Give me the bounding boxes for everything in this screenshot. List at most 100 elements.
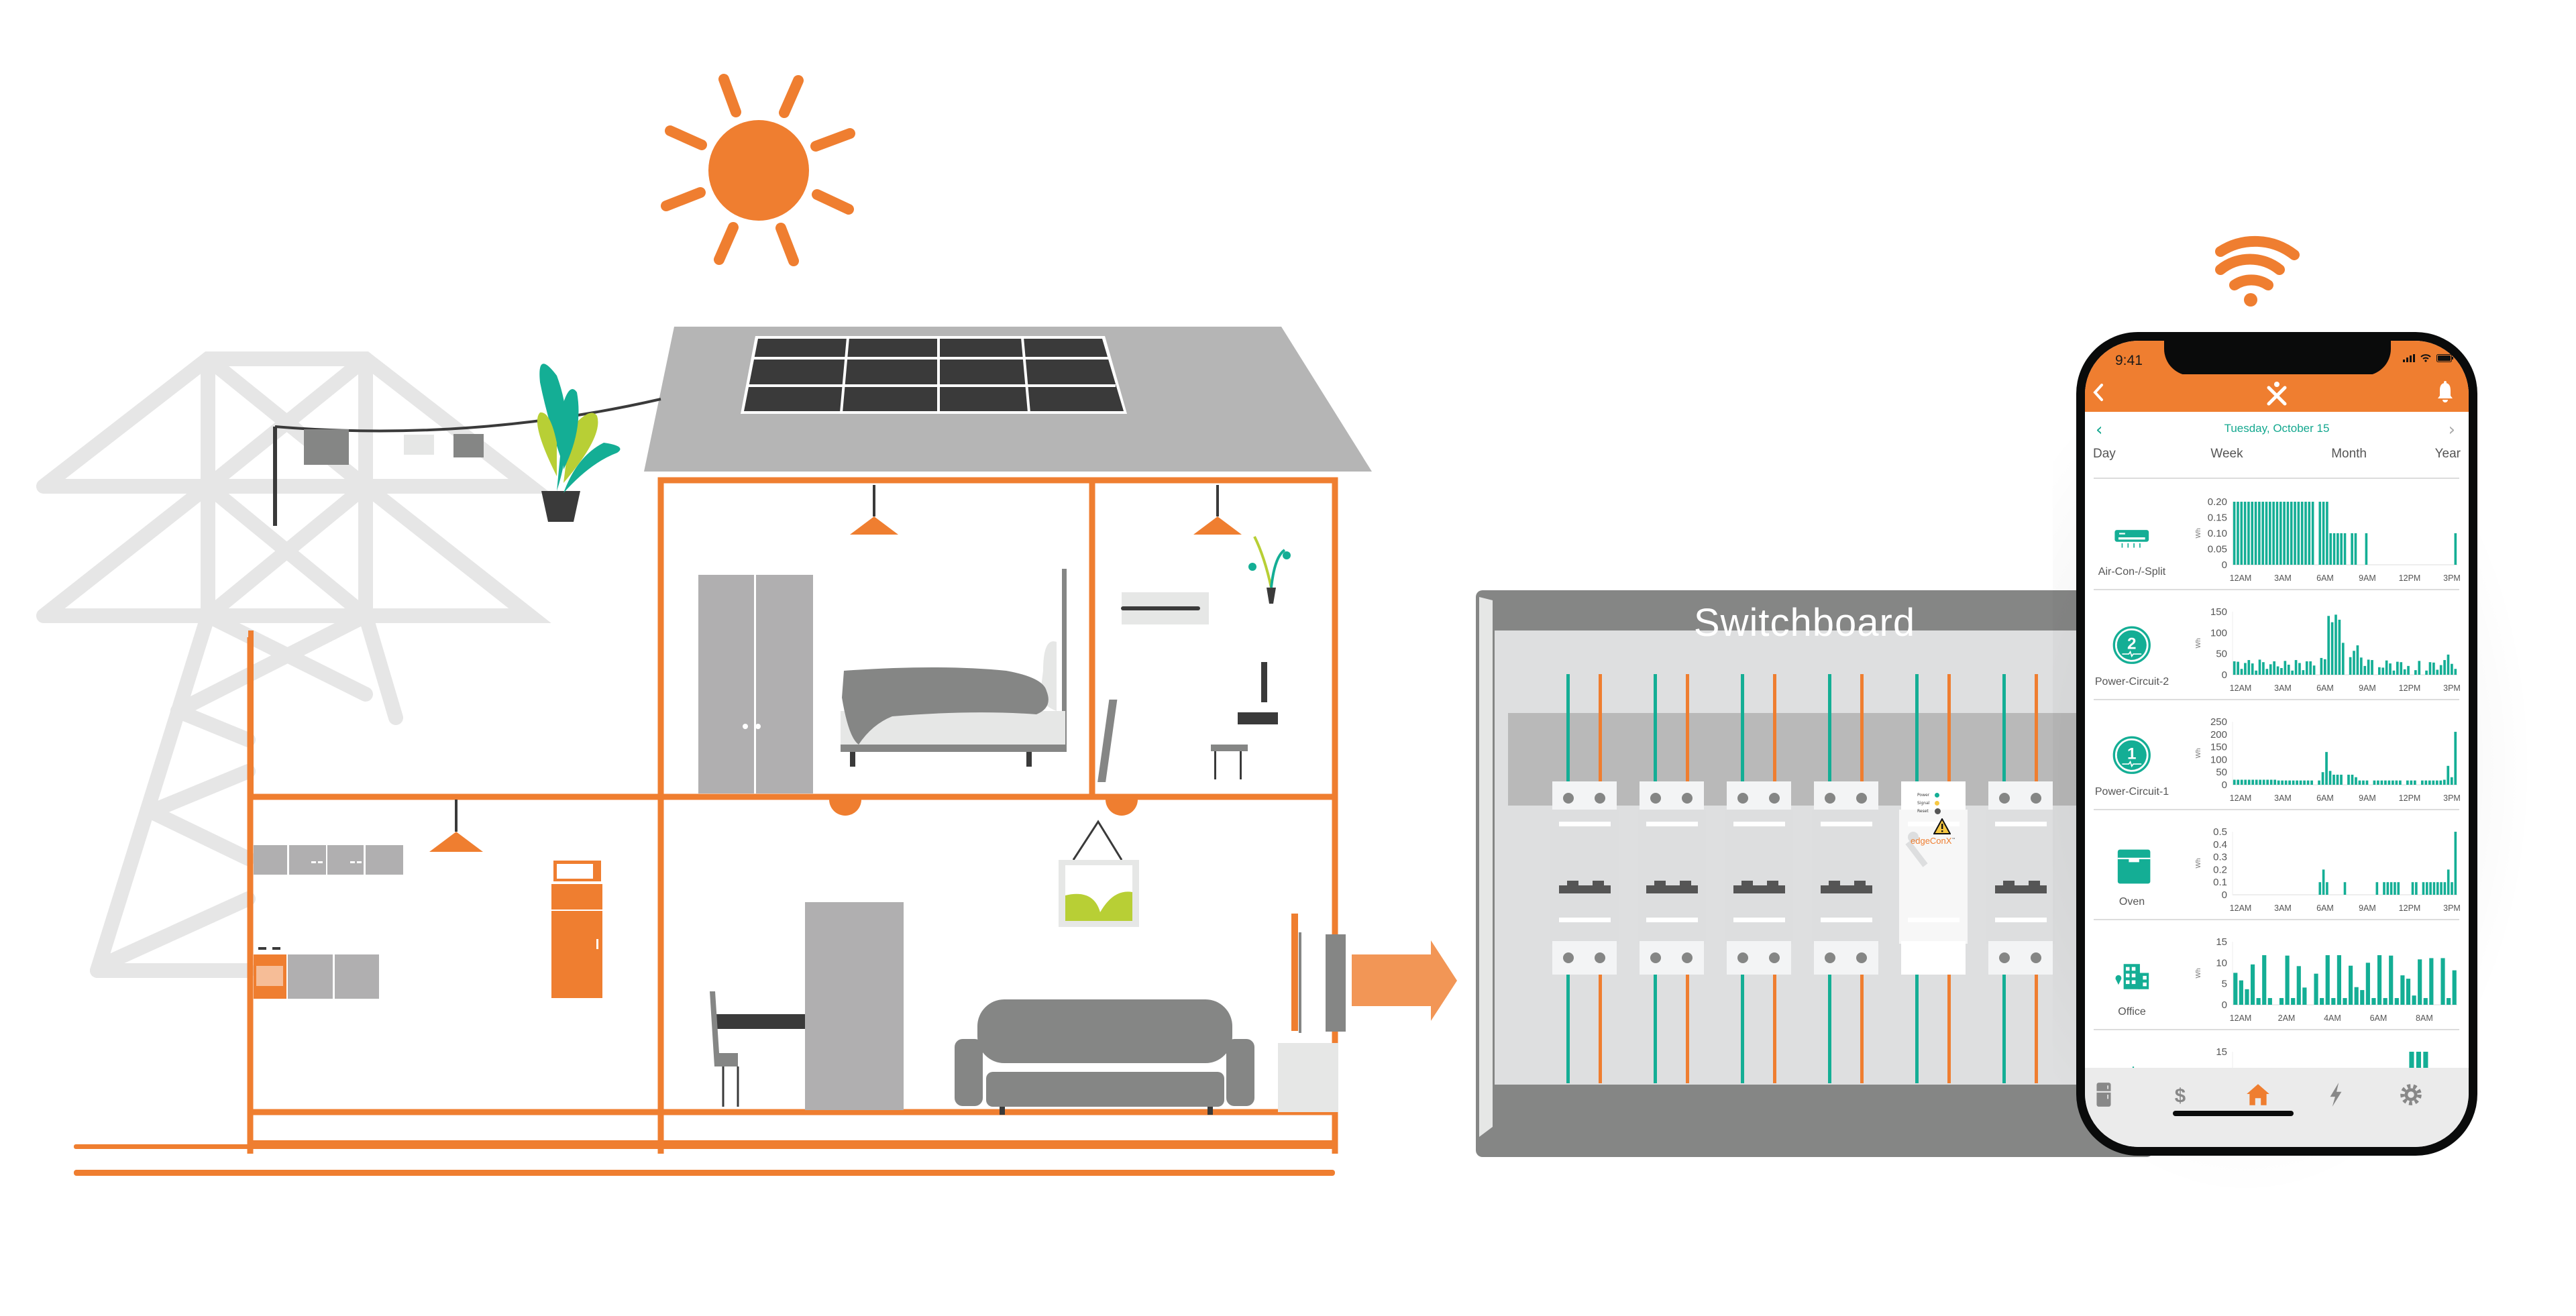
x-tick-label: 3AM [2274, 903, 2292, 913]
notification-button[interactable] [2436, 381, 2454, 404]
bar [2451, 663, 2453, 675]
bar [2296, 780, 2298, 785]
bar [2439, 665, 2443, 675]
wire-live [1773, 973, 1776, 1083]
y-tick-label: 0 [2222, 669, 2227, 681]
bar [2447, 765, 2450, 785]
tab-year[interactable]: Year [2434, 447, 2461, 461]
breaker-switch[interactable] [1995, 885, 2047, 893]
bar [2272, 502, 2275, 565]
pendant-light-icon [429, 485, 1242, 852]
wire-neutral [1654, 674, 1657, 788]
bar [2360, 990, 2365, 1005]
breaker-switch[interactable] [1646, 885, 1698, 893]
x-tick-label: 12AM [2230, 1013, 2252, 1023]
bar [2411, 882, 2414, 895]
x-tick-label: 9AM [2359, 903, 2376, 913]
bar [2392, 670, 2396, 675]
gear-icon[interactable] [2398, 1081, 2424, 1108]
bar [2262, 662, 2265, 675]
bar [2451, 882, 2453, 895]
wire-neutral [1654, 973, 1657, 1083]
bar [2336, 774, 2339, 785]
breaker-switch[interactable] [1559, 885, 1611, 893]
house-frame [247, 477, 1338, 1154]
bar [2240, 669, 2243, 675]
bar [2233, 502, 2236, 565]
device-reset-button[interactable]: Reset [1917, 808, 1941, 814]
breaker-switch[interactable] [1821, 885, 1872, 893]
door [805, 902, 904, 1110]
home-indicator [2173, 1111, 2294, 1116]
tab-week[interactable]: Week [2210, 447, 2243, 461]
device-name: Office [2118, 1006, 2146, 1018]
y-tick-label: 100 [2210, 754, 2227, 765]
bar [2284, 780, 2288, 785]
wire-neutral [1741, 973, 1744, 1083]
wardrobe [698, 575, 813, 793]
wire-live [1686, 674, 1689, 788]
next-date-button[interactable]: › [2448, 420, 2455, 440]
wifi-icon [2215, 235, 2300, 290]
terminal-screw [2031, 952, 2041, 963]
ground-line-2 [74, 1170, 1335, 1176]
bar [2254, 502, 2257, 565]
breaker-switch[interactable] [1733, 885, 1785, 893]
dollar-icon[interactable]: $ [2167, 1081, 2194, 1108]
bar [2269, 664, 2272, 675]
bar [2269, 502, 2271, 565]
sun-icon [661, 74, 855, 266]
y-tick-label: 100 [2210, 627, 2227, 639]
bar [2332, 774, 2335, 785]
circuit-1-icon: 1 [2112, 736, 2151, 774]
y-tick-label: 0.15 [2208, 512, 2227, 524]
bar [2291, 997, 2296, 1005]
bar [2435, 780, 2438, 785]
x-tick-label: 3PM [2443, 793, 2461, 803]
bar [2314, 973, 2318, 1005]
kitchen-cabinets [254, 845, 403, 999]
bar [2258, 659, 2261, 675]
wire-neutral [1915, 674, 1919, 788]
battery-icon [2436, 354, 2453, 362]
bar [2240, 502, 2243, 565]
circuit-breaker [1812, 674, 1880, 1083]
bar [2305, 661, 2308, 675]
tab-day[interactable]: Day [2093, 447, 2116, 461]
bar [2371, 997, 2376, 1005]
circuit-2-icon: 2 [2112, 626, 2151, 664]
bar [2286, 502, 2290, 565]
wall-picture [1059, 820, 1139, 927]
bar [2414, 670, 2417, 675]
bar [2452, 970, 2457, 1005]
previous-date-button[interactable]: ‹ [2096, 420, 2103, 440]
lightning-icon[interactable] [2322, 1081, 2349, 1108]
bar [2341, 643, 2345, 675]
bar [2326, 882, 2328, 895]
bar [2413, 780, 2416, 785]
back-button[interactable] [2092, 382, 2112, 405]
fridge-icon[interactable] [2090, 1081, 2117, 1108]
bar [2454, 732, 2457, 785]
bar [2428, 662, 2432, 675]
bar [2440, 882, 2443, 895]
bar [2292, 780, 2295, 785]
x-tick-label: 8AM [2416, 1013, 2433, 1023]
bar [2279, 502, 2282, 565]
y-tick-label: 0.1 [2213, 877, 2227, 888]
y-axis-unit: Wh [2195, 749, 2202, 759]
x-tick-label: 3PM [2443, 683, 2461, 693]
reset-button-icon[interactable] [1935, 808, 1941, 814]
circuit-breaker [1725, 674, 1793, 1083]
bar [2443, 779, 2446, 785]
bar [2383, 997, 2387, 1005]
bar [2247, 779, 2251, 785]
tab-month[interactable]: Month [2331, 447, 2367, 461]
home-icon[interactable] [2245, 1081, 2271, 1108]
wire-neutral [1566, 674, 1570, 788]
